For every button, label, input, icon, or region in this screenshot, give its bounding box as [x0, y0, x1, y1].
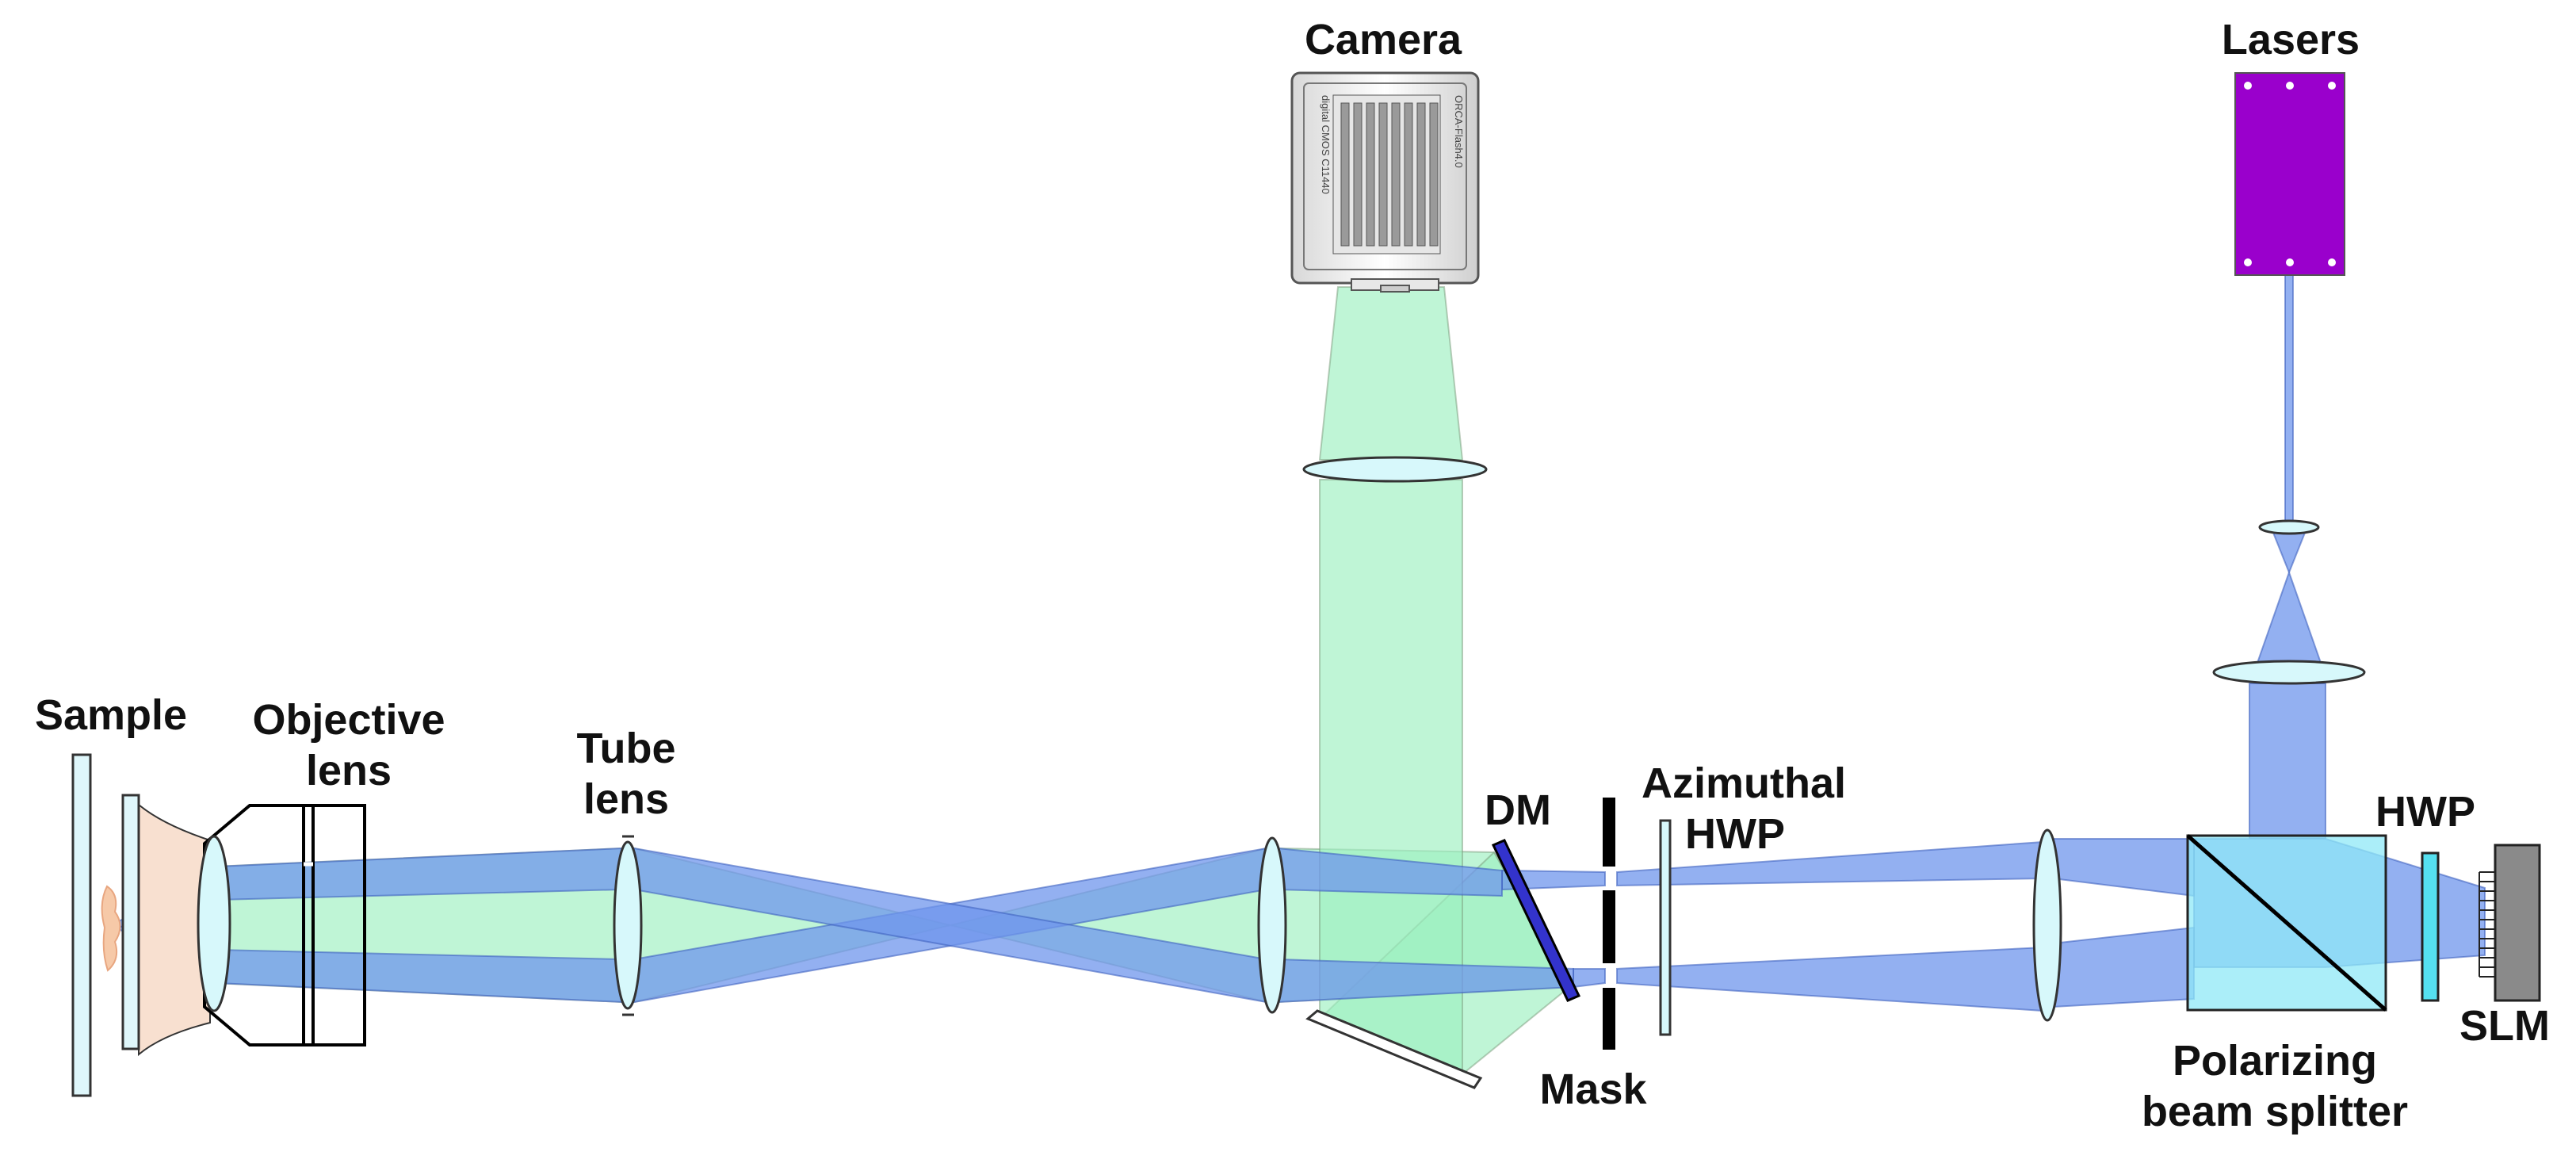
excitation-beam-segment [1573, 968, 1606, 989]
sample-tissue [101, 885, 121, 972]
excitation-beam-segment [2284, 274, 2294, 522]
label-tube-lens: Tube lens [539, 723, 713, 825]
immersion-medium [138, 802, 211, 1057]
tube-lens [613, 835, 643, 1016]
label-sample: Sample [34, 691, 188, 739]
camera-model-text: ORCA-Flash4.0 [1453, 95, 1465, 168]
hwp [2421, 851, 2440, 1002]
objective-lens [197, 804, 366, 1046]
label-objective-lens-line2: lens [305, 747, 392, 794]
camera-model-text: digital CMOS C11440 [1320, 95, 1332, 194]
hwp-plate [2421, 851, 2440, 1002]
slm-body [2494, 844, 2541, 1002]
laser-screw [2244, 258, 2252, 266]
tube-lens-body [613, 840, 643, 1010]
expander-lens-small [2258, 519, 2320, 535]
label-pbs-line1: Polarizing [2172, 1037, 2378, 1085]
excitation-beam-segment [217, 948, 623, 1004]
mask-lower-block [1603, 988, 1615, 1050]
emission-beam-segment [1318, 286, 1464, 461]
label-slm: SLM [2459, 1002, 2550, 1050]
camera-mount-tip [1380, 285, 1410, 293]
label-azimuthal-hwp-line2: HWP [1685, 810, 1785, 858]
camera-lens-body [1302, 456, 1488, 483]
relay-lens-2-body [2032, 828, 2062, 1022]
sample-coverslip [121, 794, 140, 1050]
slm [2479, 844, 2541, 1002]
objective-housing [203, 804, 366, 1046]
label-dm: DM [1485, 786, 1551, 834]
label-hwp: HWP [2375, 788, 2475, 836]
label-tube-lens-line2: lens [583, 775, 670, 823]
label-polarizing-beam-splitter: Polarizing beam splitter [2100, 1035, 2449, 1137]
dichroic-mirror-body [1491, 839, 1581, 1002]
expander-lens-large [2212, 660, 2366, 685]
excitation-beam-segment [2272, 532, 2307, 575]
azimuthal-hwp [1659, 819, 1672, 1036]
fold-mirror-body [1305, 1009, 1483, 1089]
laser-box [2234, 72, 2345, 276]
relay-lens-1 [1257, 836, 1287, 1014]
sample-slide [71, 753, 92, 1097]
laser-screw [2328, 82, 2336, 90]
relay-lens-2 [2032, 828, 2062, 1022]
mask-upper-block [1603, 798, 1615, 867]
label-azimuthal-hwp: Azimuthal HWP [1617, 758, 1871, 859]
excitation-beam-segment [2256, 569, 2322, 664]
camera-heat-sink [1332, 94, 1441, 254]
beam-expander [2212, 519, 2366, 685]
objective-front-lens [197, 835, 231, 1012]
excitation-beam-segment [2249, 683, 2326, 840]
label-pbs-line2: beam splitter [2141, 1088, 2409, 1135]
label-mask: Mask [1539, 1066, 1647, 1113]
fold-mirror [1305, 1009, 1483, 1089]
pbs-diagonal [2186, 834, 2387, 1012]
label-lasers: Lasers [2221, 16, 2360, 63]
laser-screw [2328, 258, 2336, 266]
camera-inner-frame [1303, 82, 1467, 270]
laser-screw [2286, 258, 2294, 266]
label-objective-lens: Objective lens [230, 694, 468, 796]
lasers [2234, 72, 2345, 276]
dichroic-mirror [1491, 839, 1581, 1002]
excitation-beam-segment [2052, 926, 2195, 1008]
label-tube-lens-line1: Tube [576, 725, 676, 772]
label-objective-lens-line1: Objective [252, 696, 445, 744]
slm-pixels [2479, 871, 2495, 978]
excitation-beam-segment [1616, 946, 2044, 1012]
mask-middle-block [1603, 890, 1615, 963]
label-azimuthal-hwp-line1: Azimuthal [1641, 760, 1846, 807]
polarizing-beam-splitter [2186, 834, 2387, 1012]
excitation-beam-segment [2052, 838, 2195, 897]
camera-lens [1302, 456, 1488, 483]
label-camera: Camera [1304, 16, 1462, 63]
laser-screw [2286, 82, 2294, 90]
laser-screw [2244, 82, 2252, 90]
mask [1603, 798, 1615, 1050]
azimuthal-hwp-plate [1659, 819, 1672, 1036]
camera: ORCA-Flash4.0 digital CMOS C11440 [1290, 71, 1480, 293]
relay-lens-1-body [1257, 836, 1287, 1014]
sample [71, 753, 211, 1097]
